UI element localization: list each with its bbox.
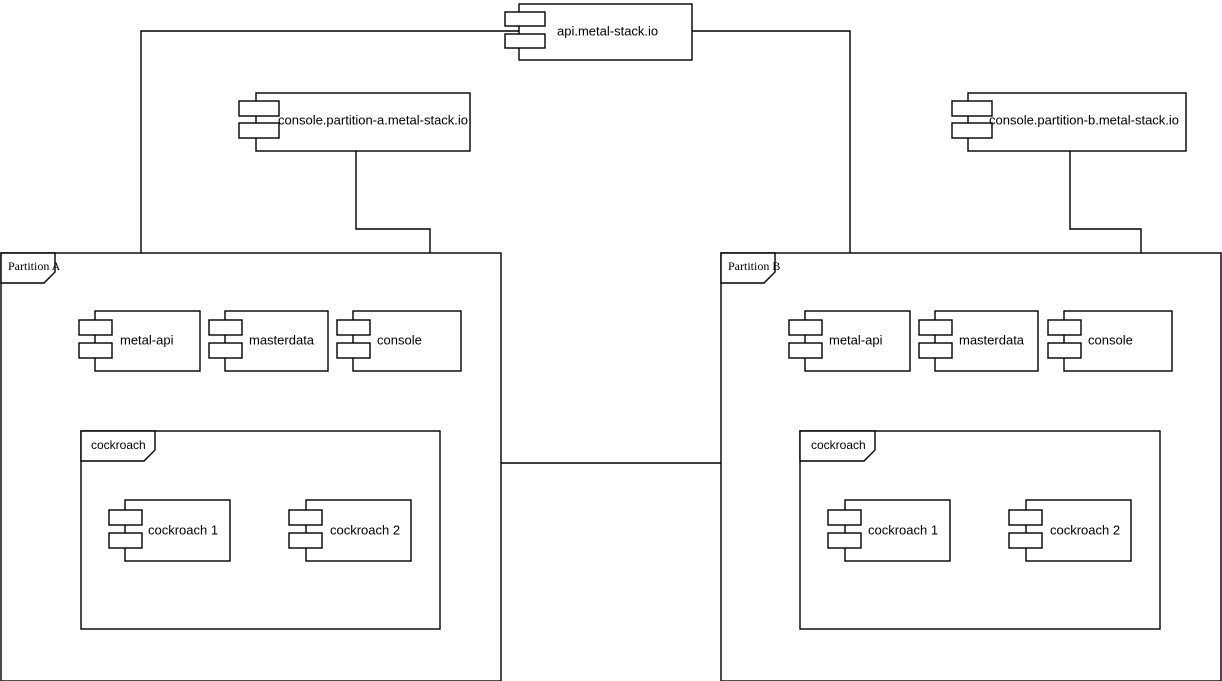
component-label: console bbox=[377, 332, 422, 347]
component-icon bbox=[788, 319, 823, 359]
partition-b-cockroach-frame[interactable]: cockroach cockroach 1 bbox=[799, 430, 1161, 630]
component-label: masterdata bbox=[249, 332, 315, 347]
component-partition-b-masterdata[interactable]: masterdata bbox=[918, 310, 1039, 372]
component-icon bbox=[951, 100, 993, 139]
component-partition-b-metal-api[interactable]: metal-api bbox=[788, 310, 911, 372]
connector-api-to-partition-b-metal-api[interactable] bbox=[692, 30, 854, 304]
component-label: console bbox=[1088, 332, 1133, 347]
component-icon bbox=[288, 509, 323, 549]
component-icon bbox=[504, 11, 546, 49]
component-icon bbox=[827, 509, 862, 549]
component-icon bbox=[238, 100, 280, 139]
component-label: masterdata bbox=[959, 332, 1025, 347]
partition-a-frame[interactable]: Partition A metal-api masterdata bbox=[0, 252, 502, 681]
component-icon bbox=[336, 319, 371, 359]
component-partition-a-masterdata[interactable]: masterdata bbox=[208, 310, 329, 372]
partition-a-label: Partition A bbox=[8, 259, 61, 273]
partition-a-frame-tab bbox=[0, 252, 56, 284]
partition-a-cockroach-label: cockroach bbox=[91, 438, 146, 452]
component-partition-a-cockroach-1[interactable]: cockroach 1 bbox=[108, 499, 231, 562]
component-partition-a-console[interactable]: console bbox=[336, 310, 462, 372]
component-icon bbox=[1008, 509, 1043, 549]
partition-a-cockroach-frame-tab bbox=[80, 430, 156, 462]
component-label: metal-api bbox=[829, 332, 883, 347]
component-icon bbox=[108, 509, 143, 549]
component-icon bbox=[1047, 319, 1082, 359]
component-console-partition-a[interactable]: console.partition-a.metal-stack.io bbox=[238, 92, 471, 152]
component-label: metal-api bbox=[120, 332, 174, 347]
component-partition-b-cockroach-2[interactable]: cockroach 2 bbox=[1008, 499, 1132, 562]
component-label: api.metal-stack.io bbox=[557, 23, 658, 38]
partition-b-label: Partition B bbox=[728, 259, 780, 273]
component-label: cockroach 2 bbox=[1050, 522, 1120, 537]
partition-b-frame[interactable]: Partition B metal-api masterdata bbox=[720, 252, 1222, 681]
partition-a-cockroach-frame[interactable]: cockroach cockroach 1 bbox=[80, 430, 441, 630]
partition-b-frame-tab bbox=[720, 252, 776, 284]
component-label: cockroach 1 bbox=[868, 522, 938, 537]
component-label: console.partition-a.metal-stack.io bbox=[278, 112, 468, 127]
component-icon bbox=[918, 319, 953, 359]
connector-api-to-partition-a-metal-api[interactable] bbox=[137, 30, 519, 304]
partition-b-cockroach-label: cockroach bbox=[811, 438, 866, 452]
partition-b-cockroach-frame-tab bbox=[799, 430, 876, 462]
component-label: cockroach 2 bbox=[330, 522, 400, 537]
component-partition-a-metal-api[interactable]: metal-api bbox=[78, 310, 201, 372]
component-console-partition-b[interactable]: console.partition-b.metal-stack.io bbox=[951, 92, 1187, 152]
component-icon bbox=[78, 319, 113, 359]
component-label: console.partition-b.metal-stack.io bbox=[989, 112, 1179, 127]
component-label: cockroach 1 bbox=[148, 522, 218, 537]
component-partition-b-cockroach-1[interactable]: cockroach 1 bbox=[827, 499, 951, 562]
component-api-metal-stack-io[interactable]: api.metal-stack.io bbox=[504, 3, 693, 61]
component-partition-a-cockroach-2[interactable]: cockroach 2 bbox=[288, 499, 412, 562]
component-partition-b-console[interactable]: console bbox=[1047, 310, 1173, 372]
component-icon bbox=[208, 319, 243, 359]
